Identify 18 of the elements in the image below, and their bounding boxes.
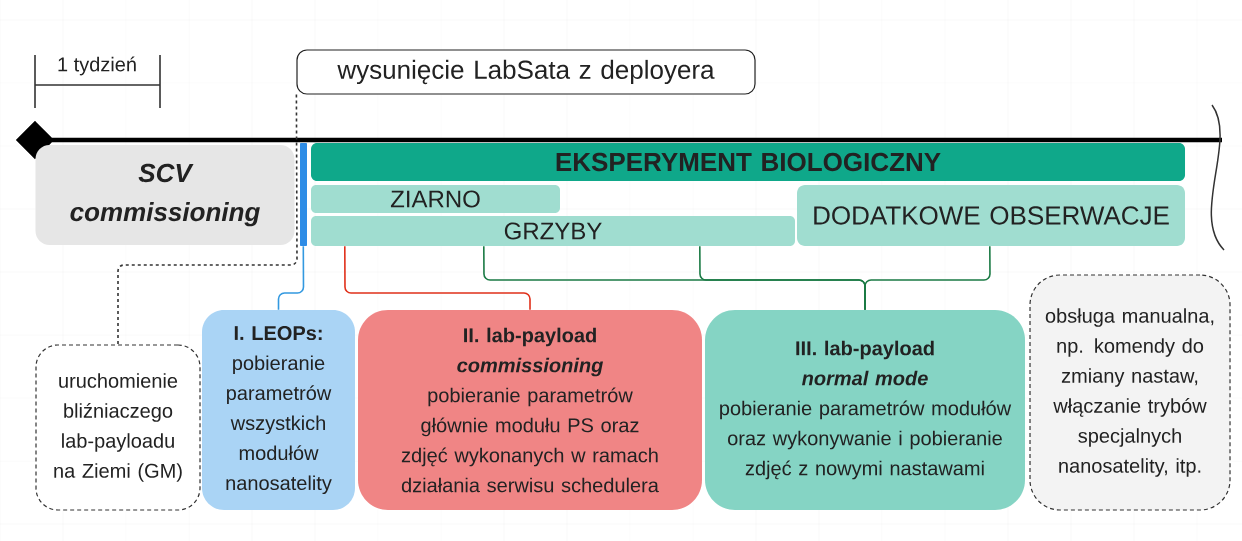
note-box: obsługa manualna, np. komendy do zmiany nastaw, włączanie trybów specjalnych nanosatelity, itp. (1029, 274, 1231, 511)
phase-bar: DODATKOWE OBSERWACJE (797, 185, 1185, 246)
node-label: GRZYBY (504, 222, 602, 240)
experiment-bar: EKSPERYMENT BIOLOGICZNY (311, 143, 1185, 181)
phase-box: SCV commissioning (35, 145, 295, 245)
connector (864, 245, 991, 311)
stage-box: II. lab-payload commissioning pobieranie parametrów głównie modułu PS oraz zdjęć wykonanych w ramach działania serwisu schedulera (358, 310, 702, 510)
stage-box: III. lab-payload normal mode pobieranie parametrów modułów oraz wykonywanie i pobieranie zdjęć z nowymi nastawami (705, 310, 1025, 510)
phase-bar: GRZYBY (311, 216, 795, 246)
connector (344, 245, 531, 311)
stage-box: I. LEOPs: pobieranie parametrów wszystkich modułów nanosatelity (202, 310, 355, 510)
marker-bar (300, 143, 307, 246)
connector (277, 245, 305, 311)
connector (117, 93, 298, 346)
dimension-label: 1 tydzień (58, 56, 136, 76)
phase-bar: ZIARNO (311, 185, 560, 213)
callout-box: wysunięcie LabSata z deployera (296, 49, 756, 95)
note-box: uruchomienie bliźniaczego lab-payloadu na Ziemi (GM) (35, 344, 201, 511)
